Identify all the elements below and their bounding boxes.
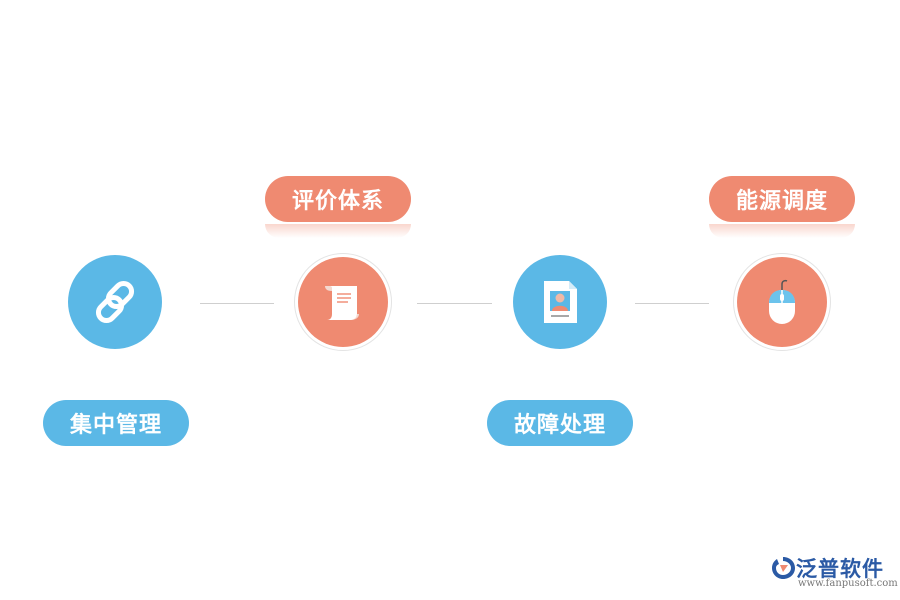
- brand-watermark: 泛普软件 www.fanpusoft.com: [770, 553, 898, 593]
- connector-line: [417, 303, 492, 304]
- connector-line: [635, 303, 709, 304]
- connector-line: [200, 303, 274, 304]
- brand-url: www.fanpusoft.com: [798, 578, 898, 589]
- node-energy-dispatch: [737, 257, 827, 347]
- node-label-fault-handling: 故障处理: [487, 400, 633, 446]
- node-fault-handling: [513, 255, 607, 349]
- label-reflection: [709, 224, 855, 238]
- node-label-centralized-management: 集中管理: [43, 400, 189, 446]
- profile-document-icon: [544, 281, 577, 323]
- node-evaluation-system: [298, 257, 388, 347]
- link-icon: [95, 280, 135, 324]
- mouse-icon: [769, 279, 795, 324]
- node-centralized-management: [68, 255, 162, 349]
- brand-name: 泛普软件: [796, 557, 884, 581]
- label-reflection: [265, 224, 411, 238]
- scroll-icon: [325, 286, 359, 320]
- fanpu-logo-icon: [772, 557, 795, 579]
- node-label-energy-dispatch: 能源调度: [709, 176, 855, 222]
- node-label-evaluation-system: 评价体系: [265, 176, 411, 222]
